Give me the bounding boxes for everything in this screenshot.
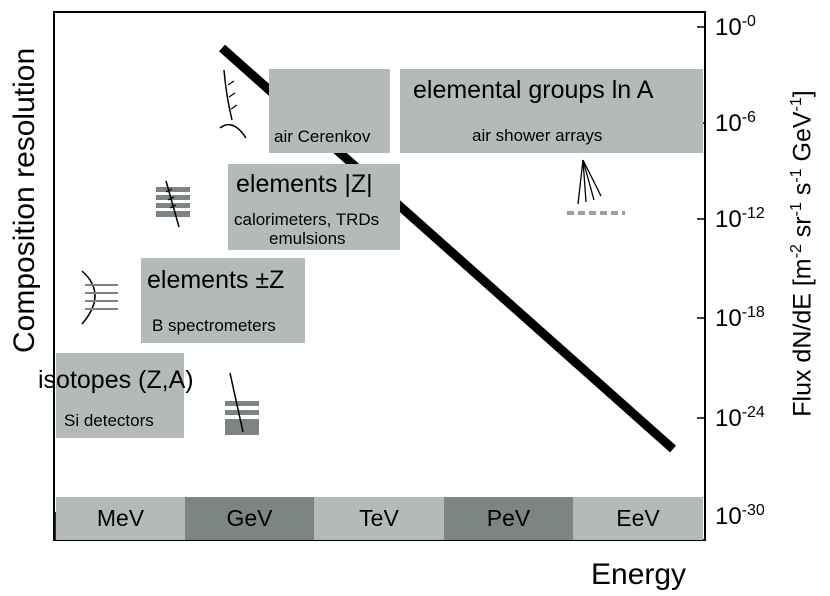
elemental-groups-box	[400, 69, 703, 153]
flux-tick-2-exp: -12	[741, 205, 765, 222]
elements-pm-detector: B spectrometers	[152, 316, 276, 335]
si-detector-icon	[225, 372, 259, 435]
air-cerenkov-detector: air Cerenkov	[274, 127, 371, 146]
isotopes-title: isotopes (Z,A)	[38, 366, 194, 394]
air-shower-array-icon	[567, 159, 625, 215]
elements-pm-title: elements ±Z	[147, 266, 284, 295]
elemental-groups-title: elemental groups ln A	[413, 76, 654, 104]
elements-pm-prefix: elements	[147, 266, 256, 294]
right-axis-suffix: ]	[788, 90, 817, 98]
energy-band-pev: PeV	[444, 497, 573, 540]
flux-tick-5-exp: -30	[741, 502, 765, 519]
flux-tick-0-base: 10	[715, 14, 742, 41]
elements-abs-title: elements |Z|	[236, 170, 373, 198]
flux-tick-2: 10-12	[715, 206, 765, 234]
energy-band-tev: TeV	[314, 497, 444, 540]
elemental-groups-detector: air shower arrays	[472, 126, 603, 145]
left-axis-label: Composition resolution	[8, 47, 41, 353]
flux-tick-3-exp: -18	[741, 304, 765, 321]
energy-band-mev: MeV	[56, 497, 185, 540]
x-axis-label: Energy	[591, 558, 687, 591]
magnetic-spectrometer-icon	[81, 270, 118, 325]
flux-tick-1: 10-6	[715, 110, 756, 138]
flux-tick-0: 10-0	[715, 14, 756, 42]
air-cerenkov-box	[269, 69, 390, 153]
flux-tick-4-base: 10	[715, 405, 742, 432]
right-axis-mid2: s	[788, 182, 817, 203]
energy-band-gev: GeV	[185, 497, 314, 540]
elements-pm-suffix: Z	[269, 266, 285, 294]
flux-tick-0-exp: -0	[741, 13, 756, 30]
plot-frame	[53, 11, 706, 541]
right-axis-exp1: -2	[788, 244, 806, 259]
flux-tick-2-base: 10	[715, 206, 742, 233]
flux-tick-3-base: 10	[715, 305, 742, 332]
flux-tick-5: 10-30	[715, 503, 765, 531]
elements-pm-sign: ±	[255, 266, 270, 294]
isotopes-detector: Si detectors	[64, 411, 154, 430]
flux-tick-4: 10-24	[715, 405, 765, 433]
right-axis-label: Flux dN/dE [m-2 sr-1 s-1 GeV-1]	[788, 39, 818, 469]
right-axis-prefix: Flux dN/dE [m	[788, 258, 817, 417]
isotopes-box	[56, 353, 184, 438]
right-axis-mid3: GeV	[788, 111, 817, 169]
right-axis-exp4: -1	[788, 97, 806, 112]
right-axis-mid1: sr	[788, 216, 817, 245]
air-cerenkov-icon	[219, 69, 247, 139]
right-axis-exp3: -1	[788, 168, 806, 183]
right-axis-exp2: -1	[788, 202, 806, 217]
flux-tick-1-base: 10	[715, 110, 742, 137]
flux-tick-3: 10-18	[715, 305, 765, 333]
calorimeter-stack-icon	[156, 180, 190, 228]
flux-tick-1-exp: -6	[741, 109, 756, 126]
elements-pm-box	[141, 258, 305, 343]
energy-band-eev: EeV	[573, 497, 703, 540]
flux-tick-4-exp: -24	[741, 404, 765, 421]
elements-abs-detector-line2: emulsions	[269, 229, 346, 248]
flux-tick-5-base: 10	[715, 503, 742, 530]
elements-abs-box	[228, 164, 400, 250]
elements-abs-detector-line1: calorimeters, TRDs	[234, 210, 380, 229]
